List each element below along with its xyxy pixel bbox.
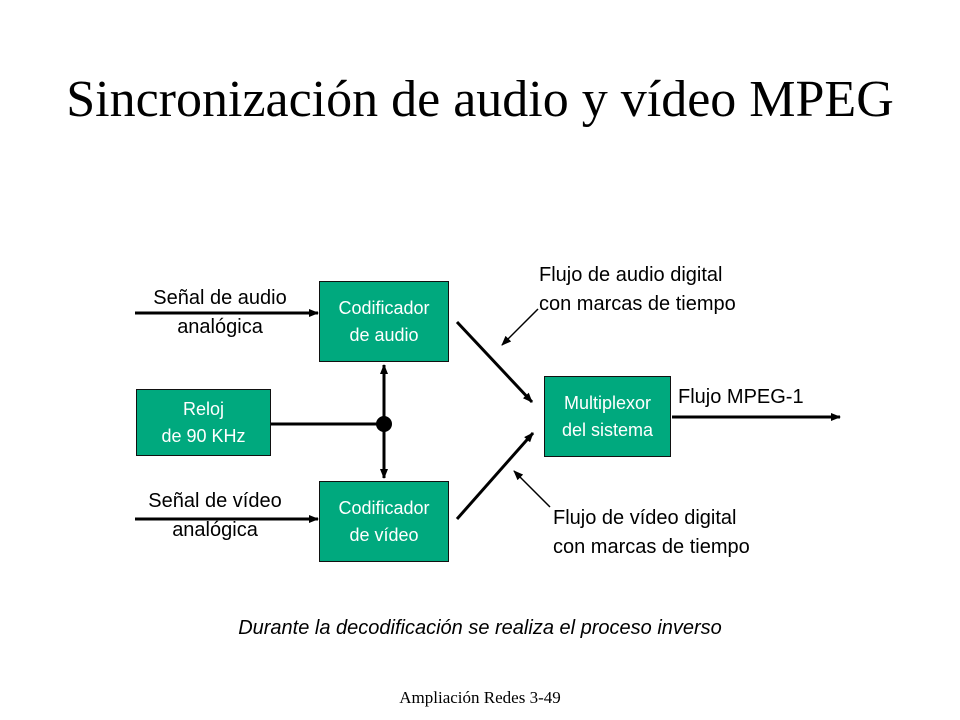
codificador-audio-box: Codificador de audio xyxy=(319,281,449,362)
decoding-note: Durante la decodificación se realiza el … xyxy=(238,617,722,639)
codificador-audio-label: Codificador de audio xyxy=(338,297,430,345)
audio-to-mux-arrow xyxy=(455,320,534,404)
flujo-audio-label: Flujo de audio digital con marcas de tie… xyxy=(539,264,736,315)
codificador-video-label: Codificador de vídeo xyxy=(338,497,430,545)
reloj-label: Reloj de 90 KHz xyxy=(161,398,246,446)
senal-audio-label: Señal de audio analógica xyxy=(153,287,287,338)
multiplexor-label: Multiplexor del sistema xyxy=(561,392,654,440)
slide-title: Sincronización de audio y vídeo MPEG xyxy=(66,71,894,128)
flujo-video-label: Flujo de vídeo digital con marcas de tie… xyxy=(553,507,750,558)
reloj-box: Reloj de 90 KHz xyxy=(136,389,271,456)
senal-video-label: Señal de vídeo analógica xyxy=(148,490,282,541)
multiplexor-box: Multiplexor del sistema xyxy=(544,376,671,457)
flujo-mpeg-label: Flujo MPEG-1 xyxy=(678,386,804,408)
codificador-video-box: Codificador de vídeo xyxy=(319,481,449,562)
audio-stream-pointer xyxy=(501,308,539,346)
video-stream-pointer xyxy=(513,470,551,508)
slide-footer: Ampliación Redes 3-49 xyxy=(399,688,561,707)
video-to-mux-arrow xyxy=(455,432,535,520)
